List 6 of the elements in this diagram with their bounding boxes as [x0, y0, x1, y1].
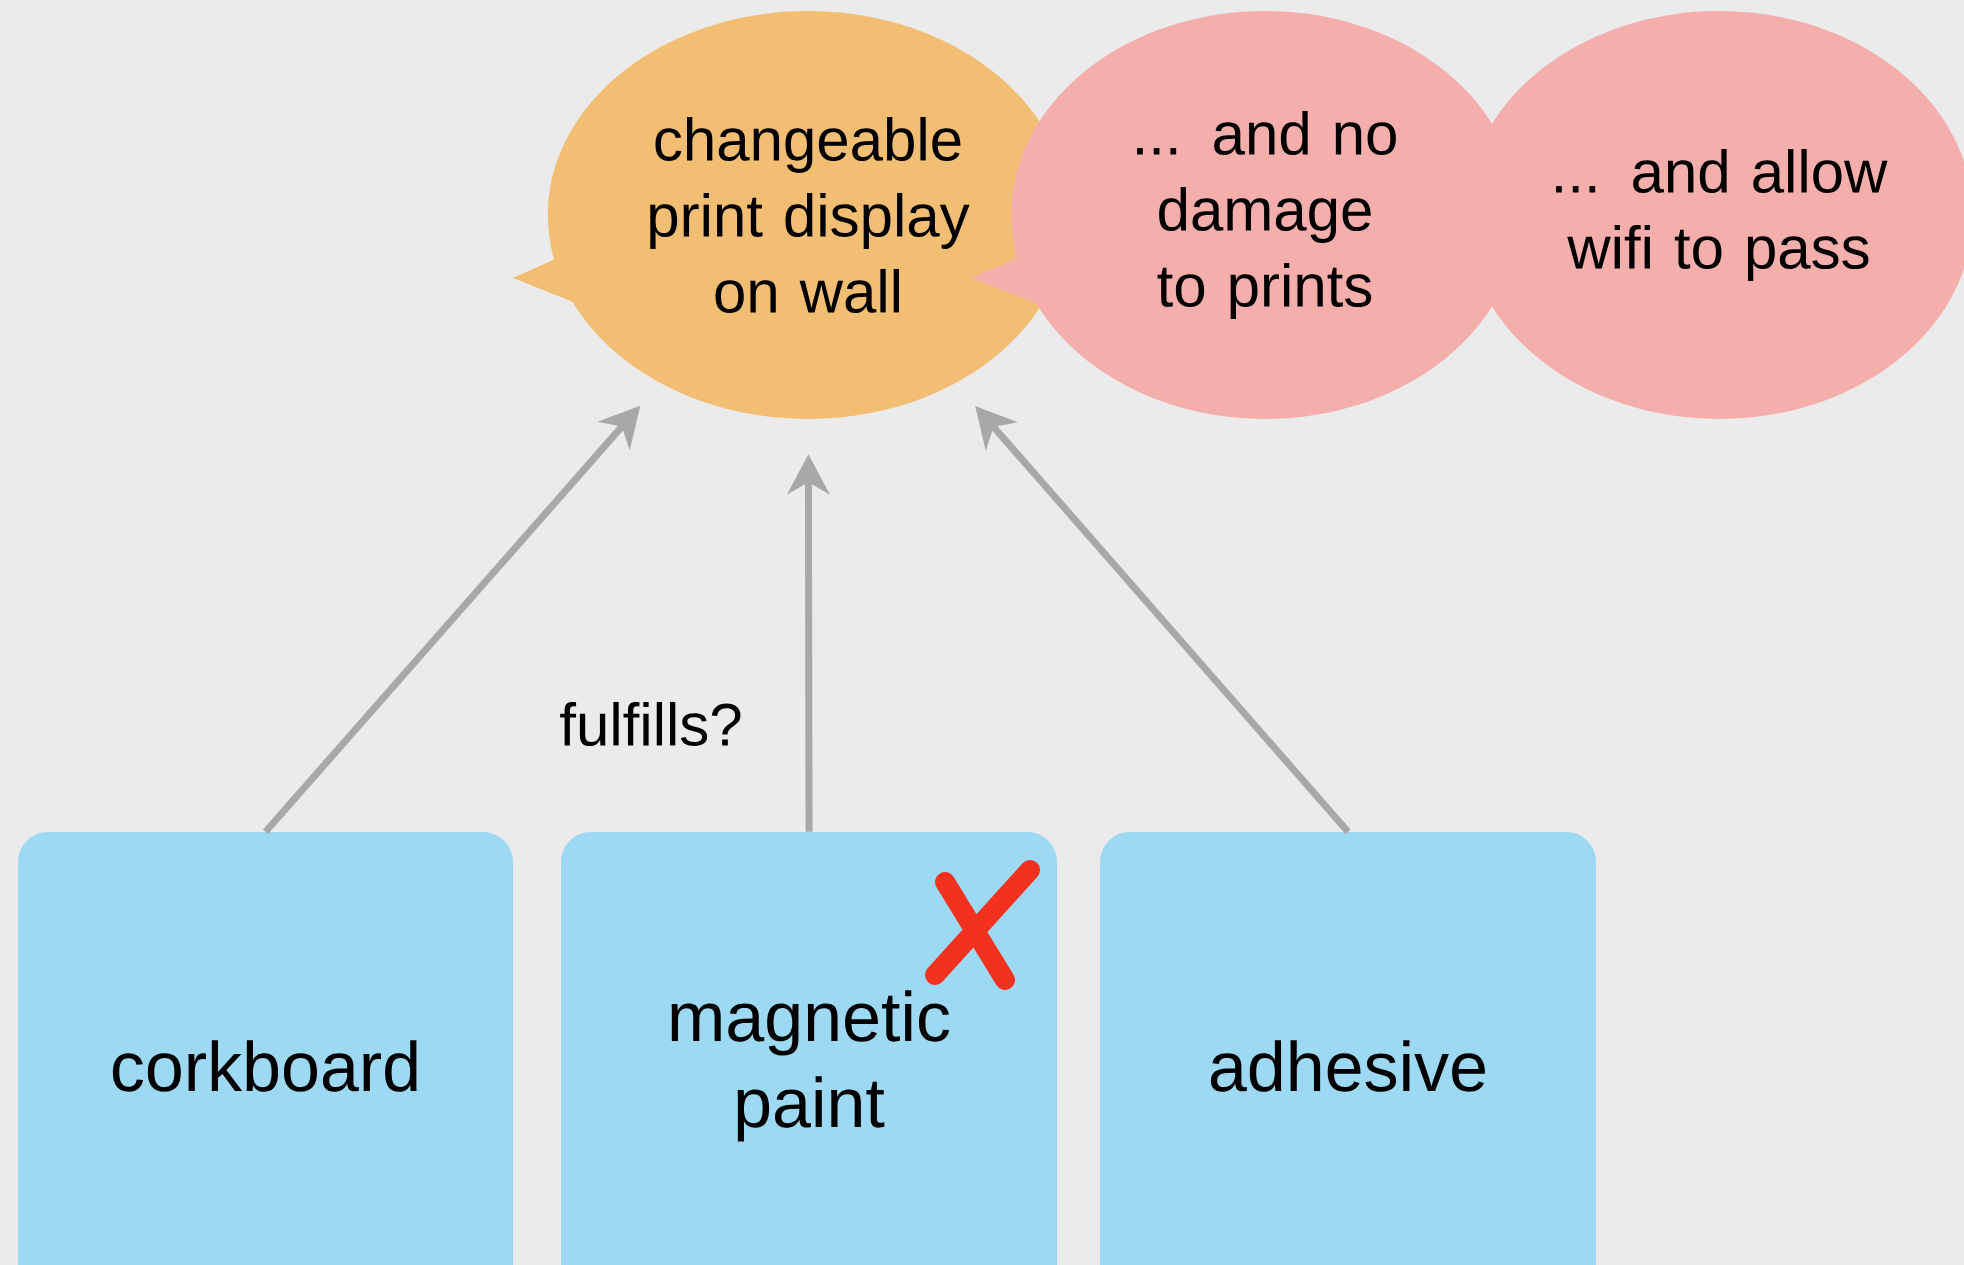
option-box: magnetic paint	[561, 832, 1057, 1265]
option-box: corkboard	[18, 832, 513, 1265]
speech-bubble: ... and no damage to prints	[971, 11, 1519, 419]
speech-bubble: changeable print display on wall	[513, 11, 1069, 419]
option-box: adhesive	[1100, 832, 1596, 1265]
edge-label: fulfills?	[555, 697, 747, 750]
